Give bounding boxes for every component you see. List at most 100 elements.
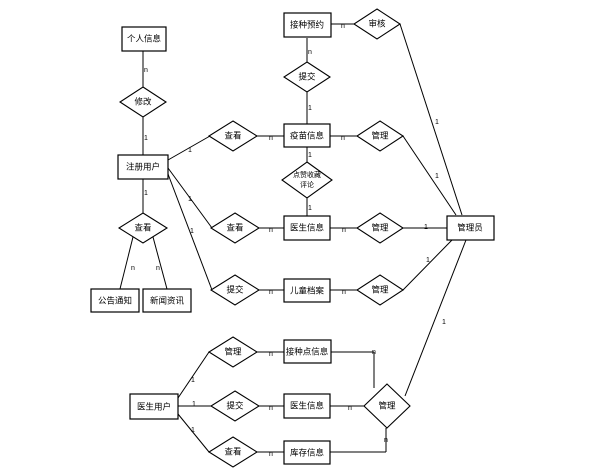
rel-submit-child bbox=[209, 274, 261, 306]
label-submit-appoint: 提交 bbox=[298, 71, 316, 81]
label-inventory: 库存信息 bbox=[290, 447, 325, 457]
label-doctor-info-2: 医生信息 bbox=[290, 400, 325, 410]
label-manage-vaccine: 管理 bbox=[371, 130, 389, 140]
entity-admin bbox=[446, 215, 495, 241]
rel-manage-child bbox=[355, 274, 405, 306]
line-manage-admin-4 bbox=[404, 239, 467, 397]
line-manage-admin-1 bbox=[402, 135, 457, 216]
rel-doc-view bbox=[207, 436, 259, 468]
label-manage-child: 管理 bbox=[371, 284, 389, 294]
rel-view-vaccine bbox=[207, 120, 259, 152]
label-submit-child: 提交 bbox=[226, 284, 244, 294]
relationships bbox=[117, 8, 411, 468]
card-1: 1 bbox=[442, 319, 446, 326]
card-1: 1 bbox=[191, 427, 195, 434]
card-1: 1 bbox=[188, 147, 192, 154]
card-n: n bbox=[156, 265, 160, 272]
line-user-submitchild bbox=[167, 173, 213, 291]
card-n: n bbox=[269, 405, 273, 412]
label-appointment: 接种预约 bbox=[290, 19, 324, 29]
relationship-labels: 修改 查看 查看 查看 提交 提交 审核 管理 点赞收藏 评论 管理 管理 管理… bbox=[134, 18, 396, 456]
label-review: 审核 bbox=[368, 18, 386, 28]
card-n: n bbox=[144, 67, 148, 74]
rel-doc-manage-site bbox=[207, 336, 259, 368]
rel-modify bbox=[118, 86, 168, 118]
rel-fav-comment bbox=[281, 161, 333, 199]
rel-view-doctor bbox=[209, 212, 261, 244]
label-view-announce: 查看 bbox=[134, 222, 151, 232]
card-n: n bbox=[342, 289, 346, 296]
entity-personal-info bbox=[121, 26, 167, 52]
card-1: 1 bbox=[192, 401, 196, 408]
card-n: n bbox=[269, 227, 273, 234]
entities bbox=[90, 12, 495, 465]
card-1: 1 bbox=[435, 119, 439, 126]
label-announcement: 公告通知 bbox=[98, 295, 132, 305]
entity-doctor-info bbox=[283, 215, 331, 241]
label-view-doctor: 查看 bbox=[226, 222, 243, 232]
label-child-record: 儿童档案 bbox=[290, 285, 325, 295]
entity-appointment bbox=[283, 12, 332, 38]
rel-view-announce bbox=[117, 212, 169, 244]
rel-submit-appoint bbox=[282, 61, 332, 93]
label-doc-manage-site: 管理 bbox=[224, 346, 242, 356]
card-n: n bbox=[269, 351, 273, 358]
line-review-admin bbox=[399, 23, 463, 216]
label-registered-user: 注册用户 bbox=[126, 161, 160, 171]
card-1: 1 bbox=[188, 196, 192, 203]
line-user-viewvaccine bbox=[167, 135, 211, 161]
line-user-viewdoctor bbox=[167, 167, 213, 229]
card-n: n bbox=[372, 349, 376, 356]
card-1: 1 bbox=[308, 105, 312, 112]
line-docuser-manage bbox=[177, 351, 210, 399]
label-manage-doctor: 管理 bbox=[371, 222, 389, 232]
entity-vaccination-site bbox=[283, 339, 332, 364]
card-1: 1 bbox=[190, 228, 194, 235]
label-modify: 修改 bbox=[134, 96, 152, 106]
card-1: 1 bbox=[426, 257, 430, 264]
card-1: 1 bbox=[435, 173, 439, 180]
rel-manage-group bbox=[363, 383, 411, 429]
entity-doctor-info-2 bbox=[283, 393, 331, 419]
label-doctor-info: 医生信息 bbox=[290, 222, 325, 232]
card-1: 1 bbox=[424, 224, 428, 231]
card-1: 1 bbox=[144, 135, 148, 142]
label-view-vaccine: 查看 bbox=[224, 130, 241, 140]
entity-registered-user bbox=[117, 154, 169, 180]
label-vaccination-site: 接种点信息 bbox=[286, 346, 329, 356]
card-n: n bbox=[269, 135, 273, 142]
label-doctor-user: 医生用户 bbox=[137, 401, 171, 411]
cardinalities: n 1 1 n n 1 1 1 n n n n 1 1 1 n n n n 1 … bbox=[131, 23, 446, 458]
rel-review bbox=[352, 8, 402, 40]
connector-lines bbox=[119, 23, 467, 453]
line-manage-admin-3 bbox=[402, 239, 453, 291]
card-n: n bbox=[348, 405, 352, 412]
card-n: n bbox=[341, 135, 345, 142]
entity-child-record bbox=[283, 278, 331, 303]
line-view-announce bbox=[119, 236, 134, 290]
entity-labels: 个人信息 注册用户 公告通知 新闻资讯 接种预约 疫苗信息 医生信息 儿童档案 … bbox=[98, 19, 483, 457]
card-n: n bbox=[269, 289, 273, 296]
line-view-news bbox=[152, 236, 168, 290]
card-n: n bbox=[131, 265, 135, 272]
rel-manage-doctor bbox=[355, 212, 405, 244]
label-admin: 管理员 bbox=[457, 222, 483, 232]
entity-inventory bbox=[283, 440, 331, 465]
card-1: 1 bbox=[144, 190, 148, 197]
label-comment: 评论 bbox=[300, 180, 314, 189]
card-n: n bbox=[308, 49, 312, 56]
label-fav: 点赞收藏 bbox=[293, 170, 321, 179]
card-n: n bbox=[384, 437, 388, 444]
label-doc-view: 查看 bbox=[224, 446, 241, 456]
rel-manage-vaccine bbox=[355, 120, 405, 152]
entity-announcement bbox=[90, 288, 140, 313]
card-1: 1 bbox=[308, 152, 312, 159]
entity-vaccine-info bbox=[283, 123, 331, 148]
label-news: 新闻资讯 bbox=[150, 295, 185, 305]
card-n: n bbox=[341, 23, 345, 30]
rel-doc-submit bbox=[209, 390, 261, 422]
label-personal-info: 个人信息 bbox=[127, 33, 162, 43]
entity-news bbox=[142, 288, 192, 313]
